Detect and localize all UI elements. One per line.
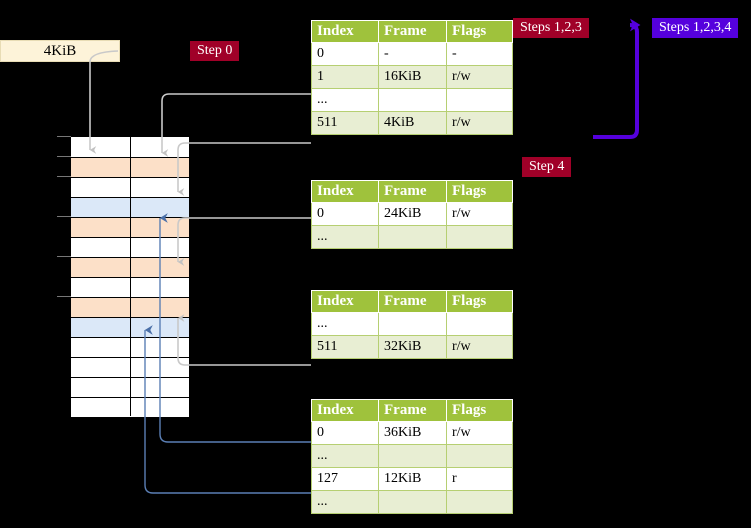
table-cell-frame: 12KiB	[378, 467, 447, 491]
memory-tick	[57, 136, 71, 137]
table-row[interactable]: ...	[311, 88, 513, 112]
table-cell-flags: r/w	[446, 202, 513, 226]
table-cell-index: 127	[311, 467, 379, 491]
table-cell-flags	[446, 490, 513, 514]
column-header-frame: Frame	[378, 399, 447, 422]
column-header-flags: Flags	[446, 399, 513, 422]
column-header-index: Index	[311, 20, 379, 43]
wire-pml4-4kib	[177, 142, 311, 196]
table-cell-flags: r/w	[446, 335, 513, 359]
table-cell-flags	[446, 225, 513, 249]
table-row[interactable]: ...	[311, 490, 513, 514]
steps-1234-bracket	[593, 18, 641, 139]
memory-tick	[57, 256, 71, 257]
table-cell-index: ...	[311, 490, 379, 514]
table-cell-flags	[446, 312, 513, 336]
column-header-frame: Frame	[378, 20, 447, 43]
table-cell-frame: 16KiB	[378, 65, 447, 89]
column-header-index: Index	[311, 290, 379, 313]
table-cell-index: 1	[311, 65, 379, 89]
table-row[interactable]: 0--	[311, 42, 513, 66]
table-cell-index: 0	[311, 42, 379, 66]
column-header-flags: Flags	[446, 20, 513, 43]
table-cell-index: 511	[311, 111, 379, 135]
table-cell-flags	[446, 444, 513, 468]
table-cell-flags: -	[446, 42, 513, 66]
memory-tick	[57, 296, 71, 297]
table-cell-index: ...	[311, 444, 379, 468]
table-cell-flags: r/w	[446, 65, 513, 89]
steps-1234-tag: Steps 1,2,3,4	[652, 18, 739, 38]
step-4-tag: Step 4	[522, 157, 572, 177]
table-cell-frame: 32KiB	[378, 335, 447, 359]
column-header-index: Index	[311, 180, 379, 203]
table-cell-flags	[446, 88, 513, 112]
wire-pdpt-24kib	[177, 217, 311, 266]
table-cell-index: ...	[311, 88, 379, 112]
table-cell-flags: r/w	[446, 111, 513, 135]
table-cell-frame: -	[378, 42, 447, 66]
step-0-tag: Step 0	[190, 41, 240, 61]
table-cell-index: 511	[311, 335, 379, 359]
table-cell-frame	[378, 225, 447, 249]
steps-123-tag: Steps 1,2,3	[513, 18, 589, 38]
table-cell-flags: r/w	[446, 421, 513, 445]
memory-tick	[57, 176, 71, 177]
wire-pd-32kib	[177, 314, 311, 366]
column-header-flags: Flags	[446, 290, 513, 313]
table-cell-frame	[378, 444, 447, 468]
table-row[interactable]: ...	[311, 312, 513, 336]
table-cell-index: 0	[311, 421, 379, 445]
column-header-index: Index	[311, 399, 379, 422]
table-cell-frame	[378, 312, 447, 336]
table-row[interactable]: ...	[311, 444, 513, 468]
table-cell-frame	[378, 88, 447, 112]
column-header-flags: Flags	[446, 180, 513, 203]
table-cell-index: 0	[311, 202, 379, 226]
memory-tick	[57, 156, 71, 157]
table-cell-frame	[378, 490, 447, 514]
table-cell-frame: 24KiB	[378, 202, 447, 226]
table-cell-flags: r	[446, 467, 513, 491]
table-row[interactable]: ...	[311, 225, 513, 249]
table-cell-index: ...	[311, 225, 379, 249]
column-header-frame: Frame	[378, 180, 447, 203]
memory-column-divider	[130, 136, 131, 416]
table-cell-index: ...	[311, 312, 379, 336]
table-cell-frame: 36KiB	[378, 421, 447, 445]
table-cell-frame: 4KiB	[378, 111, 447, 135]
column-header-frame: Frame	[378, 290, 447, 313]
frame-size-label: 4KiB	[0, 40, 120, 62]
memory-tick	[57, 216, 71, 217]
